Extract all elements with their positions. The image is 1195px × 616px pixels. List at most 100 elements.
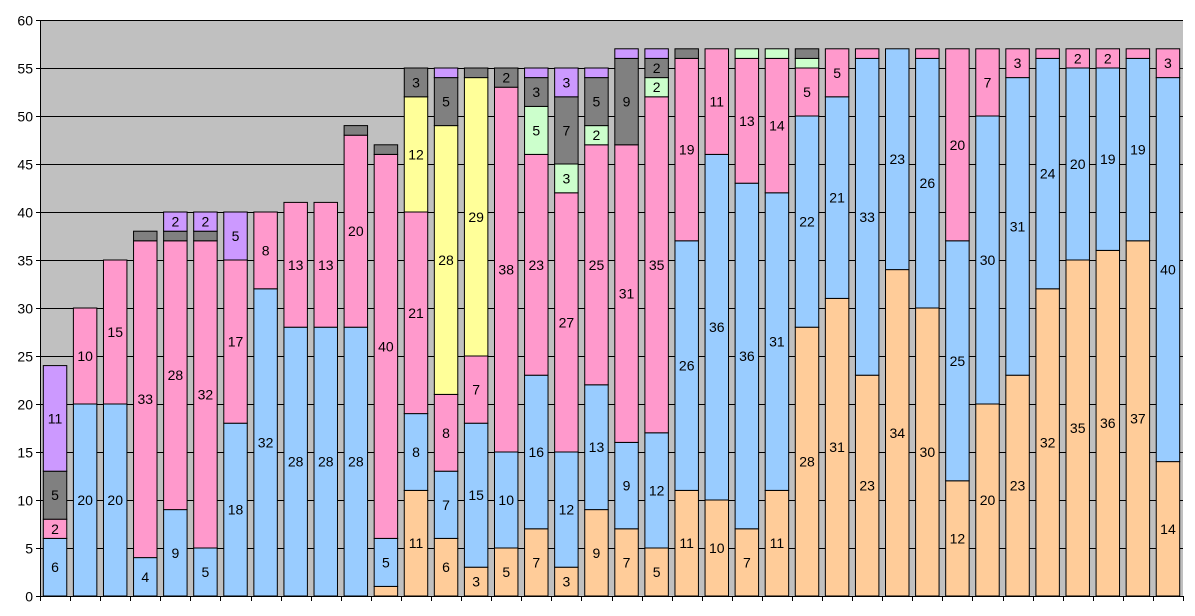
bar-segment-purple xyxy=(223,211,248,261)
data-label: 10 xyxy=(709,540,725,556)
bar-segment-pink xyxy=(1095,48,1121,69)
data-label: 8 xyxy=(442,425,450,441)
data-label: 25 xyxy=(950,353,966,369)
data-label: 2 xyxy=(171,214,179,230)
data-label: 10 xyxy=(77,348,93,364)
data-label: 24 xyxy=(1040,166,1056,182)
bar-segment-pink xyxy=(854,48,880,59)
data-label: 6 xyxy=(51,559,59,575)
data-label: 4 xyxy=(141,569,149,585)
data-label: 11 xyxy=(409,535,424,551)
bar-segment-pink xyxy=(102,259,128,405)
bar-segment-pink xyxy=(824,48,850,98)
bar-segment-purple xyxy=(193,211,218,232)
data-label: 22 xyxy=(799,214,815,230)
bar-segment-purple xyxy=(42,365,68,472)
data-label: 14 xyxy=(769,118,785,134)
data-label: 25 xyxy=(589,257,605,273)
data-label: 2 xyxy=(502,70,510,86)
bar-segment-purple xyxy=(614,48,639,59)
data-label: 23 xyxy=(529,257,545,273)
bar-segment-gray xyxy=(373,144,399,155)
data-label: 36 xyxy=(1100,415,1116,431)
data-label: 35 xyxy=(1070,420,1086,436)
data-label: 2 xyxy=(653,79,661,95)
data-label: 13 xyxy=(318,257,334,273)
y-tick-label: 35 xyxy=(17,253,33,269)
data-label: 32 xyxy=(198,386,214,402)
data-label: 2 xyxy=(1074,50,1082,66)
bar-segment-green xyxy=(794,57,820,69)
bar-segment-gray xyxy=(163,230,188,242)
data-label: 9 xyxy=(593,545,601,561)
data-label: 6 xyxy=(442,559,450,575)
bar-segment-pink xyxy=(1035,48,1060,59)
data-label: 13 xyxy=(739,113,755,129)
data-label: 11 xyxy=(48,410,63,426)
data-label: 26 xyxy=(679,358,695,374)
data-label: 5 xyxy=(532,122,540,138)
data-label: 16 xyxy=(529,444,545,460)
data-label: 5 xyxy=(833,65,841,81)
data-label: 3 xyxy=(562,170,570,186)
bar-segment-purple xyxy=(163,211,188,232)
data-label: 20 xyxy=(1070,156,1086,172)
data-label: 28 xyxy=(318,454,334,470)
data-label: 36 xyxy=(739,348,755,364)
bar-segment-gray xyxy=(133,230,158,242)
bar-segment-gray xyxy=(493,67,519,88)
data-label: 37 xyxy=(1130,410,1146,426)
data-label: 15 xyxy=(468,487,484,503)
data-label: 28 xyxy=(438,252,454,268)
data-label: 28 xyxy=(288,454,304,470)
bar-segment-purple xyxy=(554,67,579,98)
bar-segment-pink xyxy=(72,307,98,405)
data-label: 21 xyxy=(829,190,845,206)
data-label: 31 xyxy=(769,334,785,350)
data-label: 12 xyxy=(649,482,665,498)
data-label: 7 xyxy=(743,554,751,570)
data-label: 29 xyxy=(468,209,484,225)
bar-segment-purple xyxy=(644,48,669,59)
data-label: 13 xyxy=(589,439,605,455)
bar-segment-gray xyxy=(463,67,489,79)
data-label: 5 xyxy=(51,487,59,503)
y-tick-label: 20 xyxy=(17,397,33,413)
y-tick-label: 25 xyxy=(17,349,33,365)
bar-segment-pink xyxy=(915,48,940,59)
data-label: 5 xyxy=(232,228,240,244)
data-label: 7 xyxy=(442,497,450,513)
data-label: 9 xyxy=(623,94,631,110)
data-label: 28 xyxy=(799,454,815,470)
bar-segment-pink xyxy=(1005,48,1030,79)
data-label: 7 xyxy=(623,554,631,570)
data-label: 23 xyxy=(1010,478,1026,494)
bar-segment-pink xyxy=(975,48,1000,117)
data-label: 2 xyxy=(51,521,59,537)
data-label: 28 xyxy=(168,367,184,383)
data-label: 23 xyxy=(889,151,905,167)
data-label: 30 xyxy=(980,252,996,268)
bar-segment-green xyxy=(734,48,760,59)
y-tick-label: 45 xyxy=(17,157,33,173)
bar-segment-purple xyxy=(584,67,609,79)
data-label: 38 xyxy=(498,262,514,278)
bar-segment-pink xyxy=(283,201,308,328)
bar-segment-pink xyxy=(945,48,970,242)
data-label: 5 xyxy=(502,564,510,580)
data-label: 19 xyxy=(1130,142,1146,158)
data-label: 33 xyxy=(137,391,153,407)
y-tick-label: 5 xyxy=(25,541,33,557)
y-tick-label: 55 xyxy=(17,61,33,77)
data-label: 5 xyxy=(653,564,661,580)
data-label: 40 xyxy=(1160,262,1176,278)
data-label: 3 xyxy=(562,574,570,590)
data-label: 36 xyxy=(709,319,725,335)
y-tick-label: 50 xyxy=(17,109,33,125)
data-label: 20 xyxy=(950,137,966,153)
data-label: 3 xyxy=(532,84,540,100)
data-label: 2 xyxy=(1104,50,1112,66)
bar-segment-gray xyxy=(794,48,820,59)
data-label: 20 xyxy=(348,223,364,239)
